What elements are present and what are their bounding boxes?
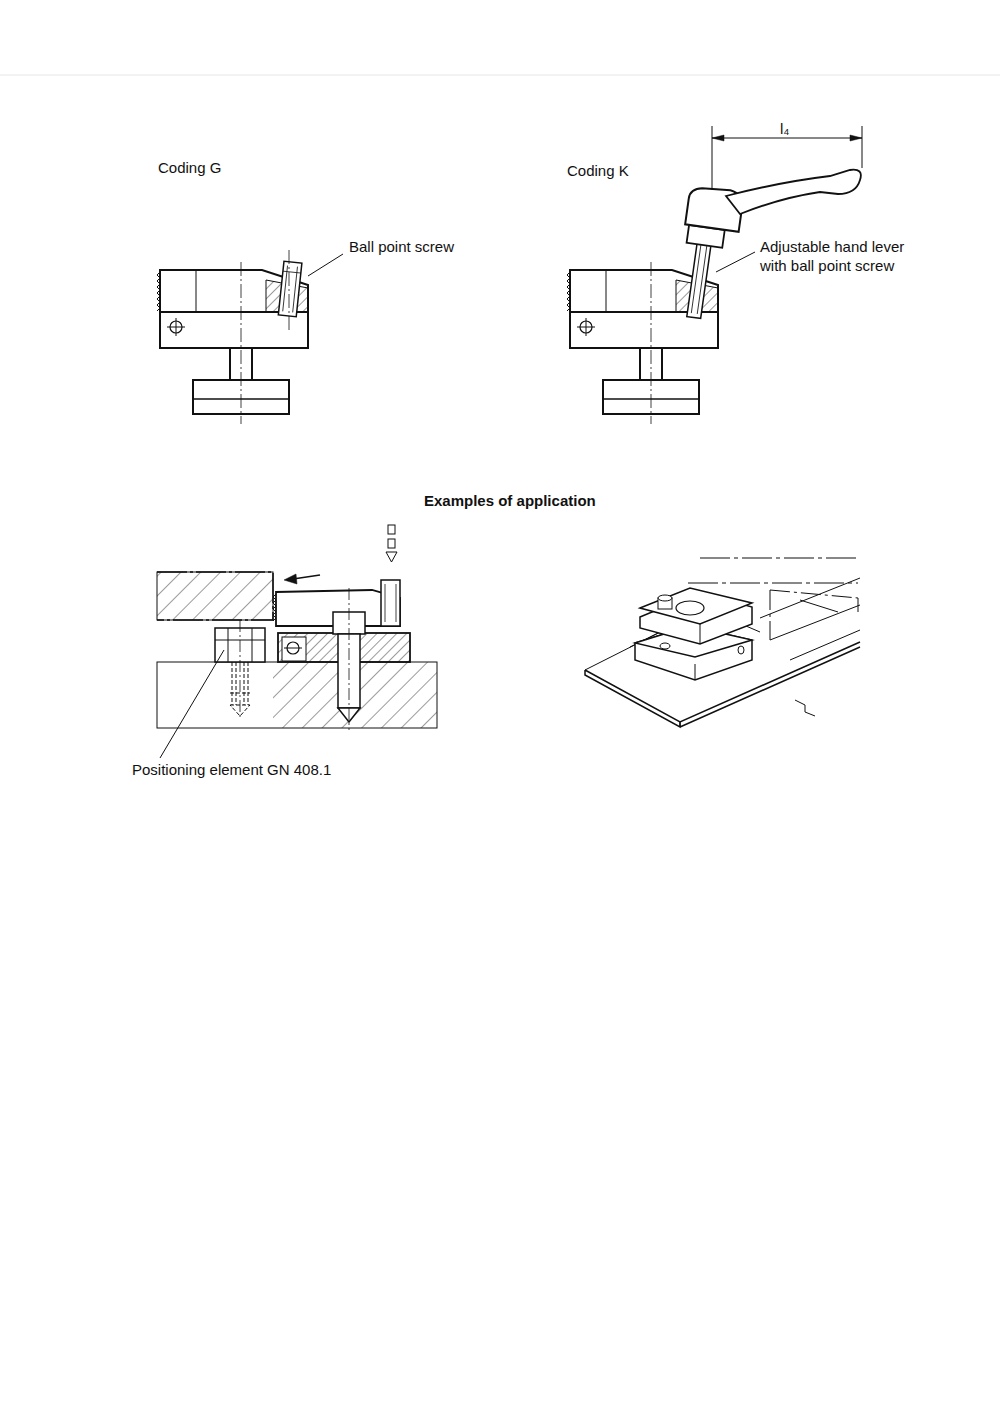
view-heading: Coding G (158, 158, 221, 177)
page-rule (0, 75, 1000, 76)
part-name: Adjustable hand lever with ball point sc… (760, 237, 920, 275)
clamp-coding-k (567, 126, 862, 424)
part-name: Ball point screw (349, 237, 454, 256)
dimension-label: l₄ (780, 119, 789, 138)
clamp-coding-g (157, 250, 343, 424)
part-name: Positioning element GN 408.1 (132, 760, 331, 779)
application-isometric (585, 558, 860, 727)
view-heading: Coding K (567, 161, 629, 180)
application-section (157, 525, 437, 758)
section-heading: Examples of application (424, 491, 596, 510)
